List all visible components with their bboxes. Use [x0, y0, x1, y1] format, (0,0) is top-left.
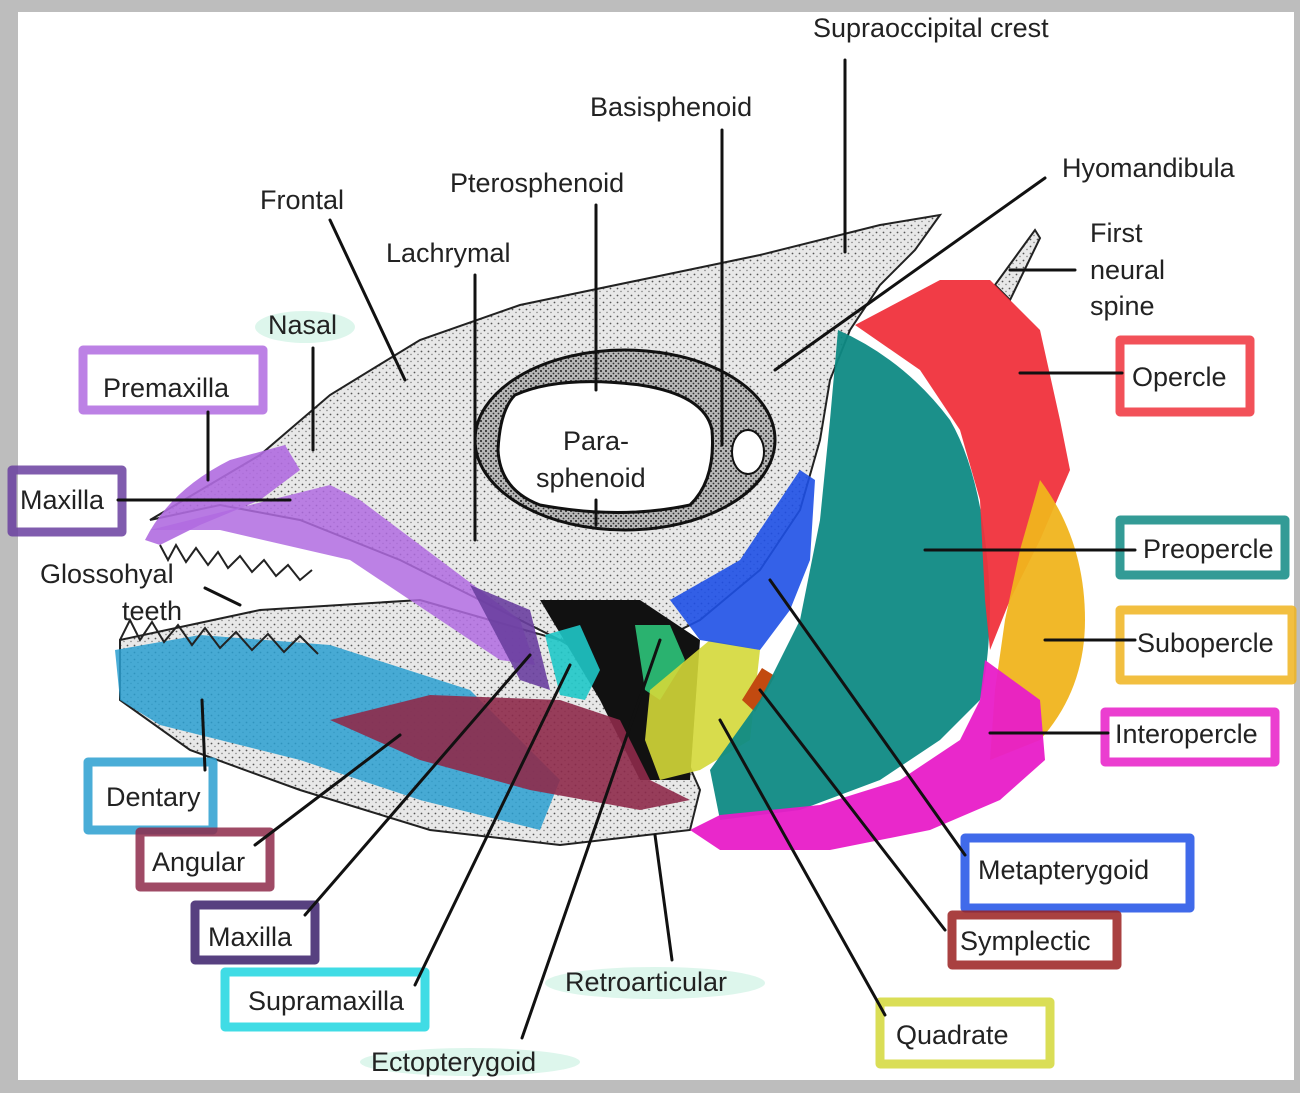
leader-lines	[116, 58, 1137, 1040]
quadrate-box	[875, 997, 1055, 1069]
interopercle-box	[1100, 707, 1280, 767]
label-subopercle: Subopercle	[1137, 628, 1274, 658]
lower-teeth	[119, 617, 319, 655]
colored-bones	[115, 280, 1085, 850]
supramaxilla-bone	[545, 625, 600, 700]
label-glossohyal-1: Glossohyal	[40, 559, 174, 589]
label-opercle: Opercle	[1132, 362, 1227, 392]
angular-box	[135, 827, 275, 892]
leader-dentary	[200, 698, 207, 772]
maxilla-lower-box	[190, 900, 320, 965]
metapterygoid-box	[960, 833, 1195, 913]
leader-angular	[253, 733, 402, 847]
nasal-highlight	[255, 311, 355, 343]
label-lachrymal: Lachrymal	[386, 238, 511, 268]
dentary-bone	[115, 635, 560, 830]
label-retroarticular: Retroarticular	[565, 967, 727, 997]
metapterygoid-bone	[670, 470, 815, 650]
leader-supramaxilla	[413, 663, 572, 987]
label-first-neural-spine-1: First	[1090, 218, 1143, 248]
leader-frontal	[328, 218, 407, 382]
maxilla-bone	[150, 485, 535, 665]
maxilla-posterior	[470, 585, 550, 690]
leader-maxilla-lower	[303, 653, 532, 917]
label-pterosphenoid: Pterosphenoid	[450, 168, 624, 198]
leader-hyomandibula	[773, 176, 1047, 372]
leader-metapterygoid	[768, 578, 967, 857]
label-maxilla-lower: Maxilla	[208, 922, 293, 952]
label-nasal: Nasal	[268, 310, 337, 340]
premaxilla-box	[78, 345, 268, 415]
leader-ectopterygoid	[520, 638, 662, 1040]
label-preopercle: Preopercle	[1143, 534, 1274, 564]
label-dentary: Dentary	[106, 782, 201, 812]
label-metapterygoid: Metapterygoid	[978, 855, 1149, 885]
label-premaxilla: Premaxilla	[103, 373, 230, 403]
label-angular: Angular	[152, 847, 245, 877]
angular-bone	[330, 695, 690, 810]
label-frontal: Frontal	[260, 185, 344, 215]
label-basisphenoid: Basisphenoid	[590, 92, 752, 122]
label-glossohyal-2: teeth	[122, 596, 182, 626]
interopercle-bone	[690, 660, 1045, 850]
opercle-box	[1115, 335, 1255, 417]
label-supraoccipital-crest: Supraoccipital crest	[813, 13, 1049, 43]
label-interopercle: Interopercle	[1115, 719, 1258, 749]
upper-teeth	[159, 542, 313, 582]
retroarticular-highlight	[545, 967, 765, 999]
label-parasphenoid-1: Para-	[563, 426, 629, 456]
opercle-bone	[855, 280, 1070, 650]
label-hyomandibula: Hyomandibula	[1062, 153, 1236, 183]
premaxilla-bone	[145, 445, 300, 545]
leader-retroarticular	[653, 833, 674, 962]
leader-symplectic	[758, 688, 947, 932]
label-first-neural-spine-2: neural	[1090, 255, 1165, 285]
label-ectopterygoid: Ectopterygoid	[371, 1047, 536, 1077]
label-supramaxilla: Supramaxilla	[248, 986, 405, 1016]
ectopterygoid-highlight	[360, 1048, 580, 1076]
labels: Supraoccipital crest Basisphenoid Hyoman…	[20, 13, 1274, 1077]
leader-glossohyal	[203, 586, 242, 607]
label-boxes	[7, 311, 1297, 1076]
label-parasphenoid-2: sphenoid	[536, 463, 646, 493]
label-maxilla-upper: Maxilla	[20, 485, 105, 515]
label-quadrate: Quadrate	[896, 1020, 1009, 1050]
preopercle-bone	[710, 330, 990, 820]
label-first-neural-spine-3: spine	[1090, 291, 1155, 321]
leader-quadrate	[718, 718, 887, 1017]
symplectic-box	[947, 910, 1122, 970]
supramaxilla-box	[220, 967, 430, 1032]
subopercle-box	[1115, 605, 1297, 685]
preopercle-box	[1115, 515, 1290, 580]
label-symplectic: Symplectic	[960, 926, 1091, 956]
ectopterygoid-bone	[635, 625, 685, 700]
